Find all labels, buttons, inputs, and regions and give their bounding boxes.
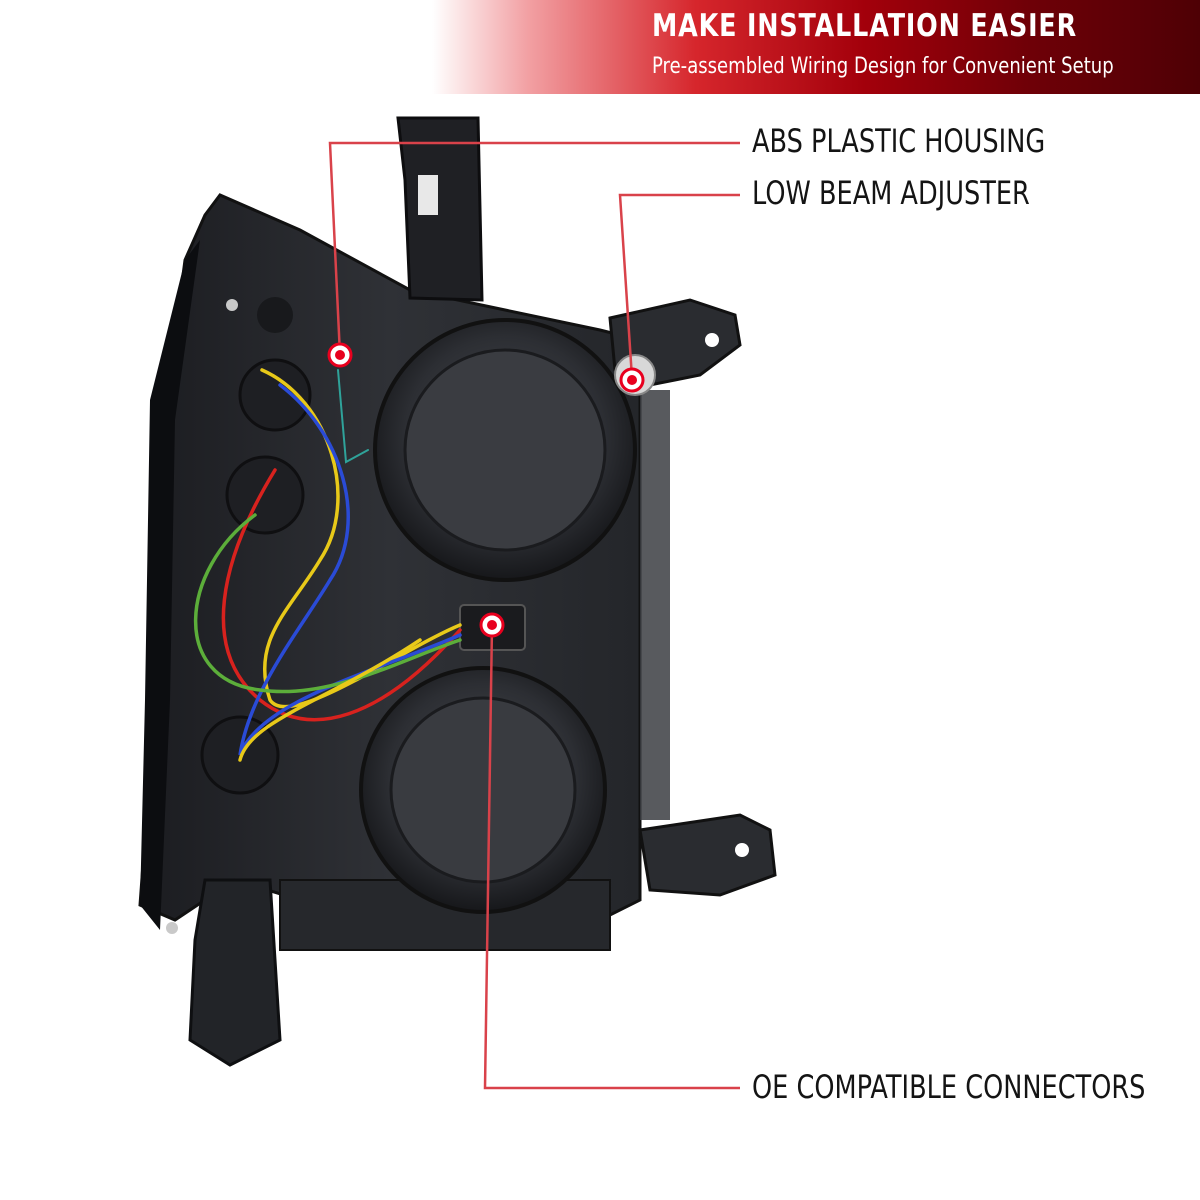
- callout-lines: [328, 141, 740, 1090]
- callout-markers: [327, 342, 645, 638]
- callout-label-connectors: OE COMPATIBLE CONNECTORS: [752, 1068, 1146, 1106]
- callout-label-housing: ABS PLASTIC HOUSING: [752, 122, 1046, 160]
- callout-line-housing: [328, 141, 740, 356]
- callout-line-connectors: [483, 624, 740, 1090]
- banner-subtitle: Pre-assembled Wiring Design for Convenie…: [652, 54, 1114, 79]
- header-banner: MAKE INSTALLATION EASIER Pre-assembled W…: [0, 0, 1200, 94]
- banner-title: MAKE INSTALLATION EASIER: [652, 8, 1078, 44]
- callout-line-adjuster: [618, 193, 740, 379]
- callout-label-adjuster: LOW BEAM ADJUSTER: [752, 174, 1030, 212]
- headlight-housing: [138, 116, 777, 1067]
- wiring-harness: [193, 368, 462, 762]
